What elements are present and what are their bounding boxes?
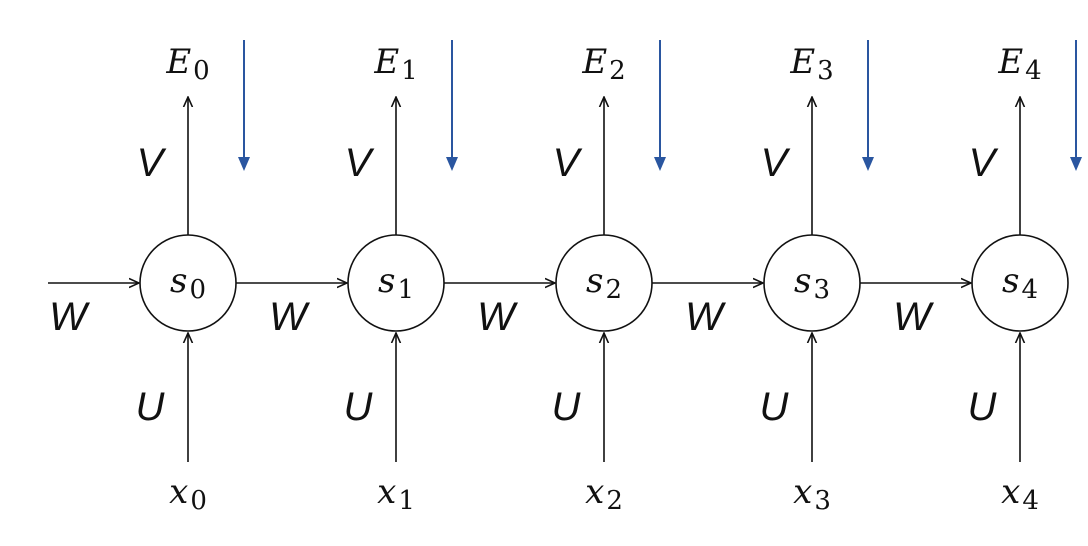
weight-u-label-0: U [136, 385, 166, 429]
input-label-0: x0 [169, 472, 207, 516]
state-label-4: s4 [1002, 261, 1038, 305]
weight-u-label-2: U [552, 385, 582, 429]
backprop-arrowhead-1 [446, 157, 458, 171]
weight-w-label-3: W [685, 295, 726, 339]
error-label-3: E3 [789, 42, 833, 86]
weight-u-label-4: U [968, 385, 998, 429]
weight-v-label-4: V [969, 141, 999, 185]
weight-w-label-2: W [477, 295, 518, 339]
input-label-3: x3 [793, 472, 831, 516]
error-label-2: E2 [581, 42, 625, 86]
weight-w-label-1: W [269, 295, 310, 339]
state-node-4 [971, 234, 1069, 332]
weight-v-label-2: V [553, 141, 583, 185]
state-node-2 [555, 234, 653, 332]
error-label-4: E4 [997, 42, 1041, 86]
input-label-4: x4 [1001, 472, 1039, 516]
backprop-arrowhead-0 [238, 157, 250, 171]
state-label-1: s1 [378, 261, 414, 305]
backprop-arrowhead-4 [1070, 157, 1082, 171]
state-node-3 [763, 234, 861, 332]
weight-v-label-1: V [345, 141, 375, 185]
weight-u-label-3: U [760, 385, 790, 429]
backprop-arrowhead-3 [862, 157, 874, 171]
weight-w-label-4: W [893, 295, 934, 339]
state-label-3: s3 [794, 261, 830, 305]
input-label-2: x2 [585, 472, 623, 516]
input-label-1: x1 [377, 472, 415, 516]
weight-v-label-0: V [137, 141, 167, 185]
weight-v-label-3: V [761, 141, 791, 185]
weight-u-label-1: U [344, 385, 374, 429]
state-label-2: s2 [586, 261, 622, 305]
error-label-0: E0 [165, 42, 209, 86]
state-node-1 [347, 234, 445, 332]
state-label-0: s0 [170, 261, 206, 305]
state-node-0 [139, 234, 237, 332]
backprop-arrowhead-2 [654, 157, 666, 171]
weight-w-label-0: W [49, 295, 90, 339]
error-label-1: E1 [373, 42, 417, 86]
